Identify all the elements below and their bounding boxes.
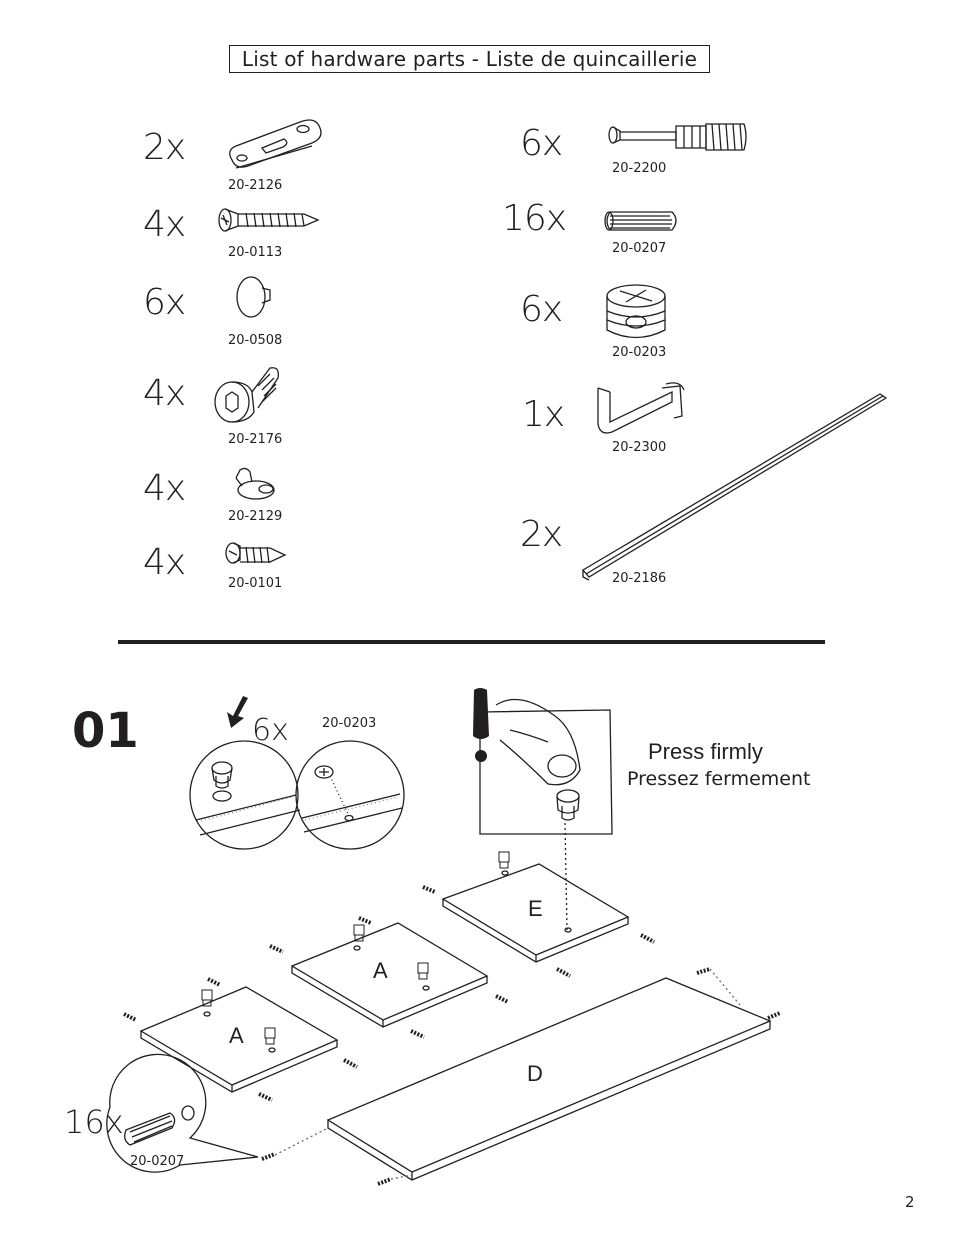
part-code: 20-0207 xyxy=(612,241,667,256)
press-firmly-en: Press firmly xyxy=(648,739,763,764)
press-firmly-fr: Pressez fermement xyxy=(627,768,811,790)
panel-a-middle xyxy=(290,922,489,1028)
pan-head-screw-icon xyxy=(225,542,287,564)
panel-a-left xyxy=(139,986,339,1093)
shelf-support-icon xyxy=(235,467,275,500)
alignment-guides xyxy=(274,968,741,1180)
dowel-qty: 16x xyxy=(64,1103,124,1141)
cam-bolt-icon xyxy=(608,123,747,151)
part-qty: 4x xyxy=(143,204,186,245)
wood-screw-icon xyxy=(218,208,320,232)
panel-label-d: D xyxy=(527,1061,543,1086)
cam-lock-icon xyxy=(606,284,666,339)
panel-label-a: A xyxy=(373,958,388,983)
insert-arrow-icon xyxy=(227,696,248,728)
wood-dowel-icon xyxy=(604,211,677,231)
cam-qty: 6x xyxy=(252,713,289,748)
panel-label-e: E xyxy=(528,896,543,921)
keyhole-bracket-icon xyxy=(229,119,322,169)
allen-key-icon xyxy=(597,382,685,434)
cam-code: 20-0203 xyxy=(322,716,377,731)
step-number: 01 xyxy=(72,703,139,759)
cover-cap-icon xyxy=(236,276,271,318)
wood-dowel-icon xyxy=(123,885,781,1186)
section-divider xyxy=(118,640,825,644)
part-qty: 2x xyxy=(143,127,186,168)
cam-insert-detail xyxy=(189,696,301,850)
part-code: 20-2129 xyxy=(228,509,283,524)
part-code: 20-2176 xyxy=(228,432,283,447)
part-qty: 6x xyxy=(143,282,186,323)
part-qty: 2x xyxy=(520,514,563,555)
part-code: 20-0203 xyxy=(612,345,667,360)
dowel-insert-detail xyxy=(106,1053,259,1173)
warning-icon xyxy=(473,688,489,762)
part-qty: 4x xyxy=(143,373,186,414)
part-code: 20-2126 xyxy=(228,178,283,193)
cam-turned-detail xyxy=(295,740,405,850)
press-firmly-inset xyxy=(479,698,613,931)
part-code: 20-0101 xyxy=(228,576,283,591)
metal-rail-icon xyxy=(582,393,888,581)
part-qty: 6x xyxy=(520,123,563,164)
part-code: 20-2300 xyxy=(612,440,667,455)
panel-d xyxy=(326,977,772,1181)
hardware-list-title: List of hardware parts - Liste de quinca… xyxy=(229,45,710,73)
page-number: 2 xyxy=(905,1193,915,1211)
panel-e xyxy=(441,863,630,963)
panel-label-a: A xyxy=(229,1023,244,1048)
cam-lock-icon xyxy=(201,851,510,1045)
part-code: 20-2200 xyxy=(612,161,667,176)
part-qty: 4x xyxy=(143,468,186,509)
dowel-code: 20-0207 xyxy=(130,1154,185,1169)
part-qty: 16x xyxy=(502,198,567,239)
part-code: 20-0113 xyxy=(228,245,283,260)
part-code: 20-0508 xyxy=(228,333,283,348)
part-qty: 4x xyxy=(143,542,186,583)
hex-bolt-icon xyxy=(214,367,279,423)
part-qty: 1x xyxy=(522,394,565,435)
part-qty: 6x xyxy=(520,289,563,330)
part-code: 20-2186 xyxy=(612,571,667,586)
